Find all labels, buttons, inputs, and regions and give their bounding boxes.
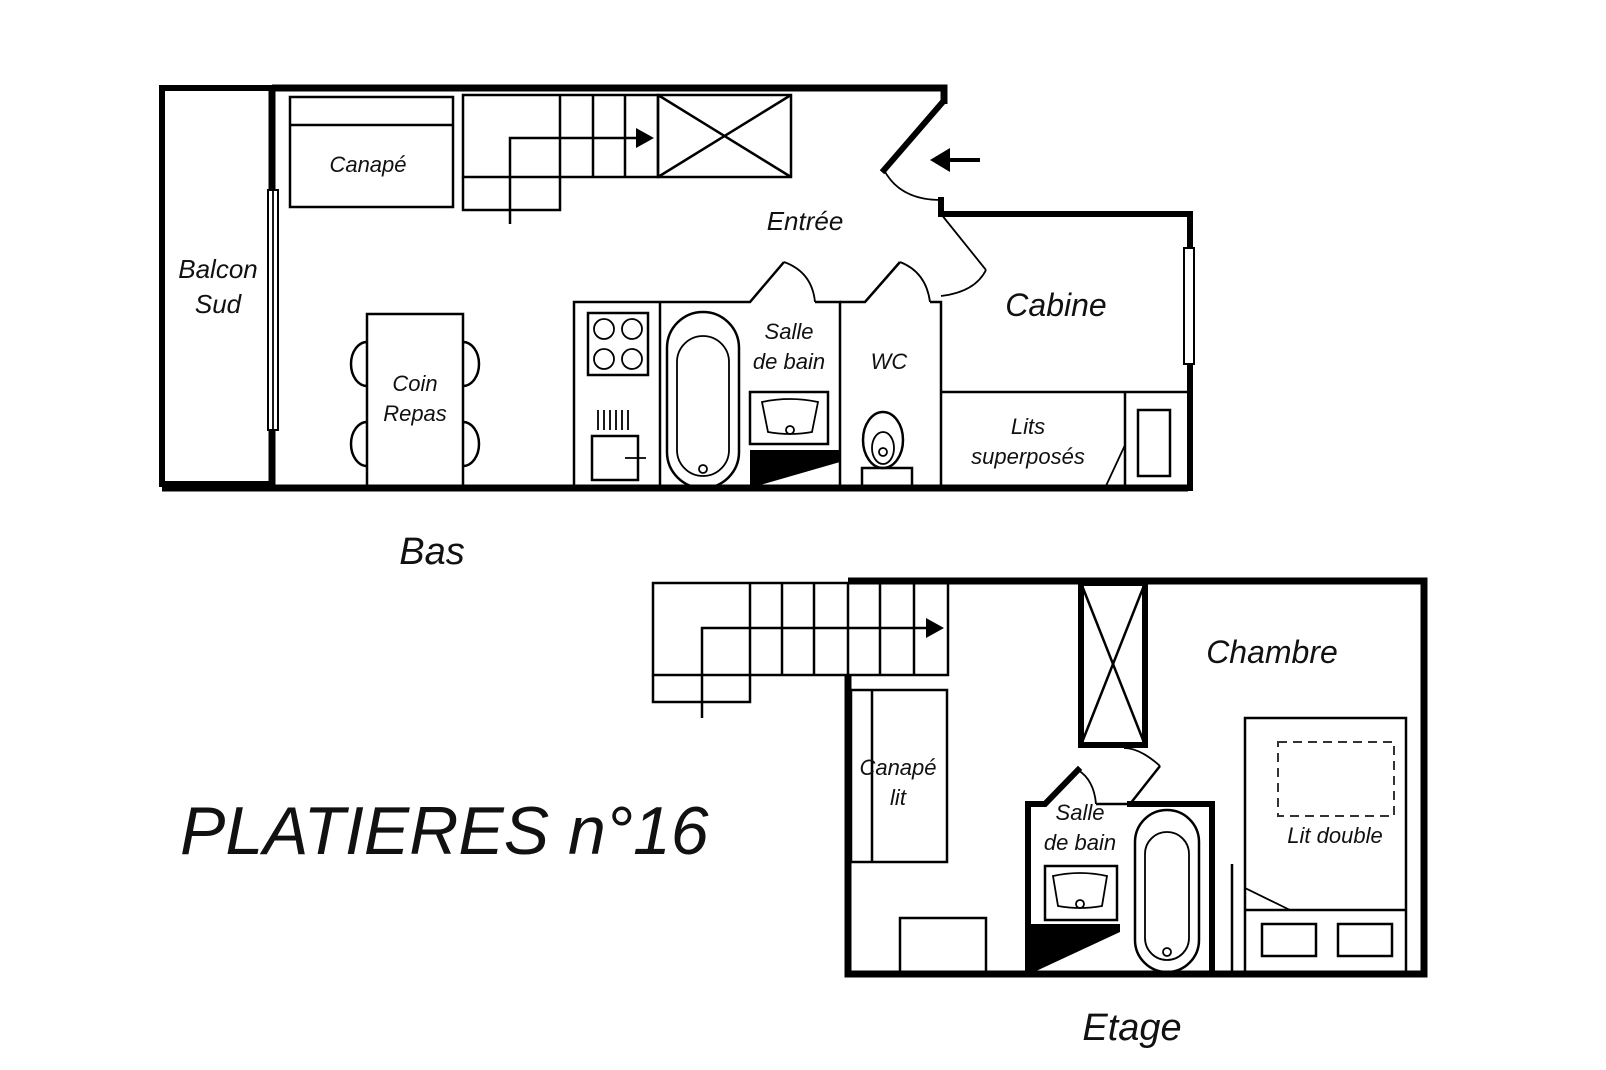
lower-level-plan: Balcon Sud Canapé Entrée Coin Repas Sall… <box>159 84 1195 573</box>
staircase-upper <box>651 581 950 718</box>
label-canape-lit-1: Canapé <box>859 755 936 780</box>
cabin-room <box>941 247 1195 489</box>
label-sud: Sud <box>195 289 243 319</box>
stair-void-box <box>656 93 793 179</box>
label-de-bain-bas: de bain <box>753 349 825 374</box>
bathroom-upper <box>1025 747 1234 977</box>
balcony-window <box>267 189 279 431</box>
upper-outer-wall <box>844 577 1428 978</box>
label-balcon: Balcon <box>178 254 258 284</box>
label-lits: Lits <box>1011 414 1045 439</box>
label-wc: WC <box>871 349 908 374</box>
plan-title: PLATIERES n°16 <box>180 793 709 869</box>
level-label-bas: Bas <box>399 531 464 573</box>
cabin-window <box>1183 247 1195 365</box>
staircase-lower <box>461 93 660 224</box>
upper-level-plan: Chambre Canapé lit Salle de bain Lit dou… <box>651 577 1428 1049</box>
top-wall <box>272 84 948 104</box>
sofa <box>288 95 455 209</box>
double-bed <box>1243 716 1408 974</box>
label-de-bain-etage: de bain <box>1044 830 1116 855</box>
kitchenette <box>572 300 660 488</box>
label-repas: Repas <box>383 401 447 426</box>
label-canape: Canapé <box>329 152 406 177</box>
label-cabine: Cabine <box>1005 287 1106 323</box>
desk <box>898 916 988 974</box>
label-coin: Coin <box>392 371 437 396</box>
label-salle-etage: Salle <box>1056 800 1105 825</box>
sofa-bed <box>849 688 949 864</box>
level-label-etage: Etage <box>1082 1007 1181 1049</box>
label-entree: Entrée <box>767 206 844 236</box>
label-superposes: superposés <box>971 444 1085 469</box>
sink-drainer <box>590 410 646 482</box>
label-canape-lit-2: lit <box>890 785 907 810</box>
label-lit-double: Lit double <box>1287 823 1382 848</box>
label-chambre: Chambre <box>1206 634 1338 670</box>
label-salle-bas: Salle <box>765 319 814 344</box>
stair-void-box-upper <box>1078 580 1148 748</box>
wc-room <box>840 261 943 490</box>
dining-table <box>349 312 481 490</box>
bathroom-lower <box>658 261 842 490</box>
entrance-arrow-icon <box>930 148 980 172</box>
balcony <box>159 85 275 487</box>
